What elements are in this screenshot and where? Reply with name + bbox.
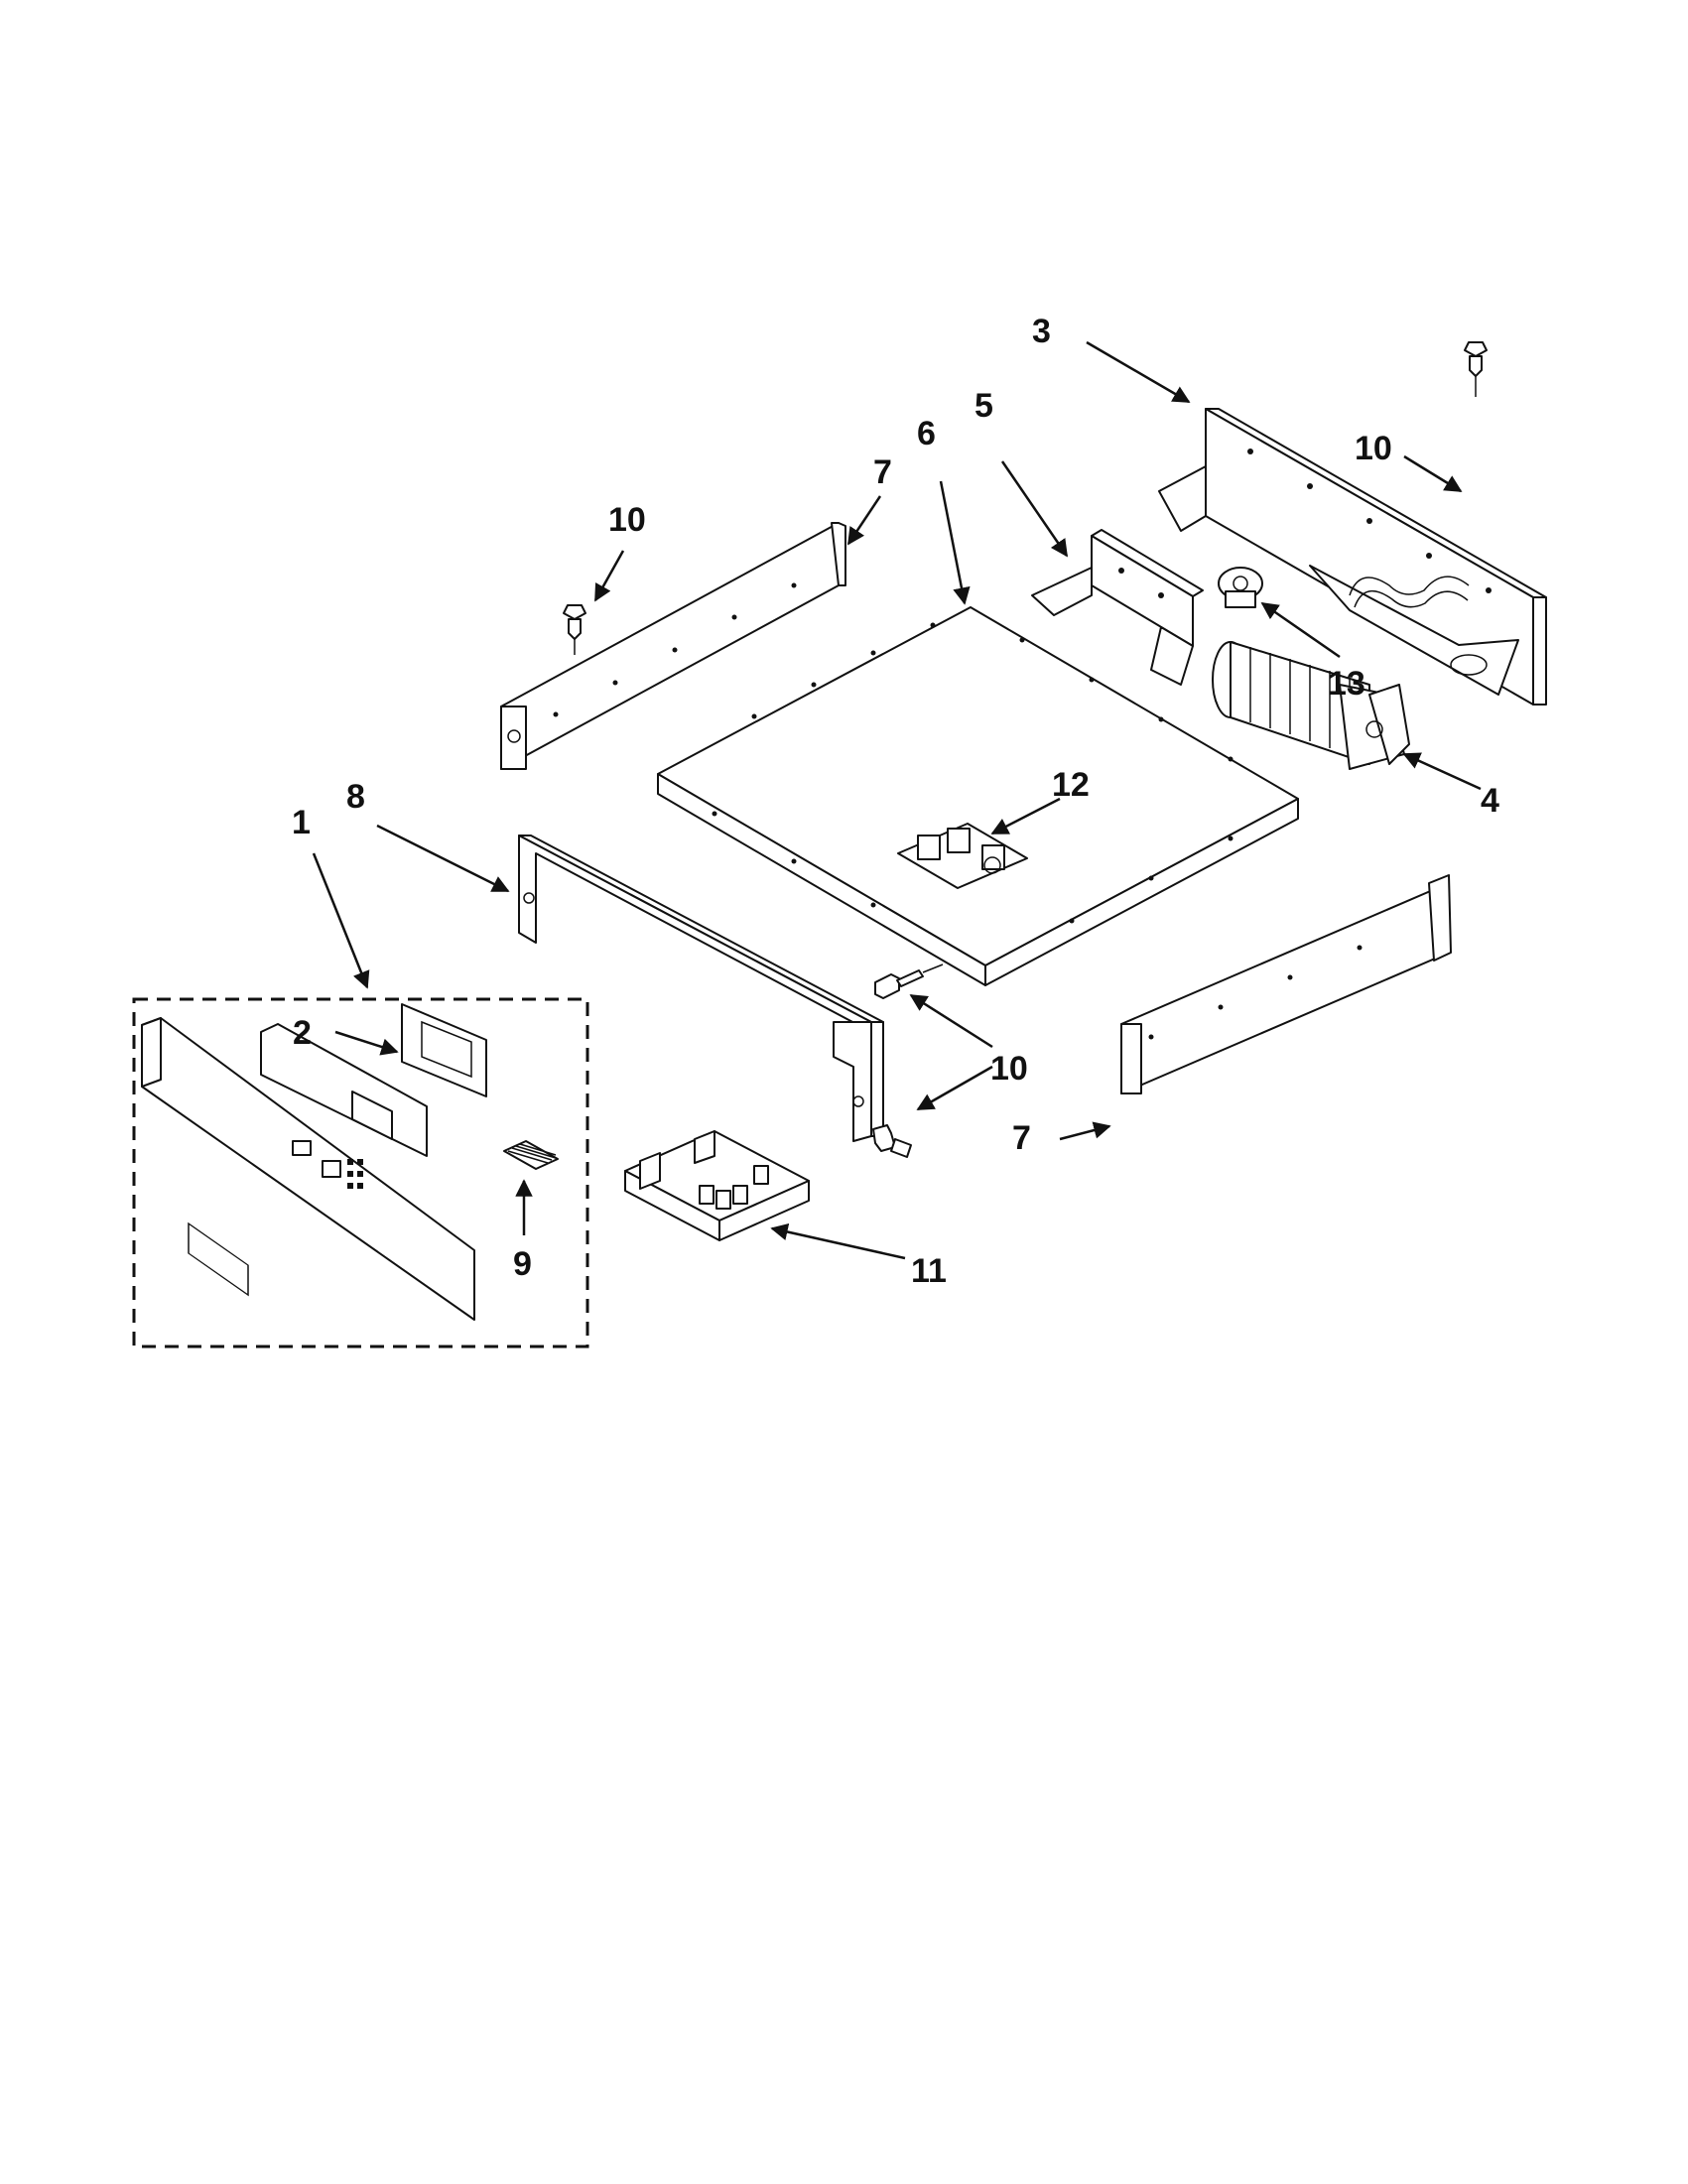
control-panel-assembly-group	[132, 997, 589, 1349]
leader-2	[334, 1030, 399, 1056]
leader-1	[312, 852, 370, 989]
blower-fan-part-4	[1212, 641, 1410, 770]
leader-4	[1402, 752, 1482, 791]
thermostat-part-13	[1218, 567, 1263, 608]
callout-10-front: 10	[990, 1050, 1028, 1088]
screw-part-10-front-a	[874, 964, 944, 999]
callout-4: 4	[1481, 782, 1499, 820]
leader-7-upper	[846, 495, 882, 546]
callout-2: 2	[293, 1014, 312, 1052]
callout-11: 11	[911, 1252, 947, 1290]
front-rail-part-8	[518, 835, 884, 1142]
screw-part-10-front-b	[872, 1124, 912, 1158]
callout-13: 13	[1328, 665, 1365, 703]
control-panel-part-1	[141, 1017, 475, 1321]
callout-1: 1	[292, 804, 311, 841]
rear-rail-part-3	[1158, 408, 1547, 706]
leader-10-left	[593, 550, 625, 602]
callout-numbers: 3 10 5 6 7 10 13 4 12 8 1 2 10 7 9 11	[292, 313, 1499, 1290]
callout-6: 6	[917, 415, 936, 452]
callout-9: 9	[513, 1245, 532, 1283]
display-board-part-2	[260, 1023, 428, 1157]
callout-5: 5	[974, 387, 993, 425]
screw-part-10-left	[563, 604, 586, 655]
leader-6	[939, 480, 971, 605]
circuit-board-part-12	[897, 823, 1028, 889]
leader-13	[1260, 601, 1341, 659]
callout-3: 3	[1032, 313, 1051, 350]
callout-10-left: 10	[608, 501, 646, 539]
filter-part-9	[503, 1140, 559, 1170]
leader-10-front-a	[909, 993, 993, 1049]
leader-3	[1086, 340, 1191, 404]
leader-8	[376, 824, 510, 893]
bracket-part-2	[401, 1003, 487, 1097]
callout-10-right: 10	[1355, 430, 1392, 467]
bracket-part-5	[1031, 529, 1204, 686]
callout-7-lower: 7	[1012, 1119, 1031, 1157]
callout-8: 8	[346, 778, 365, 816]
leader-5	[1000, 460, 1069, 558]
leader-10-right	[1403, 454, 1463, 493]
control-box-part-11	[624, 1130, 810, 1241]
leader-lines	[312, 340, 1482, 1260]
screw-part-10-right	[1464, 341, 1488, 397]
callout-7-upper: 7	[873, 453, 892, 491]
leader-11	[770, 1222, 906, 1260]
side-rail-part-7-lower	[1120, 874, 1452, 1094]
leader-12	[990, 797, 1061, 835]
leader-7-lower	[1059, 1121, 1111, 1141]
top-panel-part-6	[657, 606, 1299, 986]
callout-12: 12	[1052, 766, 1090, 804]
side-rail-part-7-upper	[500, 522, 846, 770]
leader-10-front-b	[916, 1065, 993, 1111]
